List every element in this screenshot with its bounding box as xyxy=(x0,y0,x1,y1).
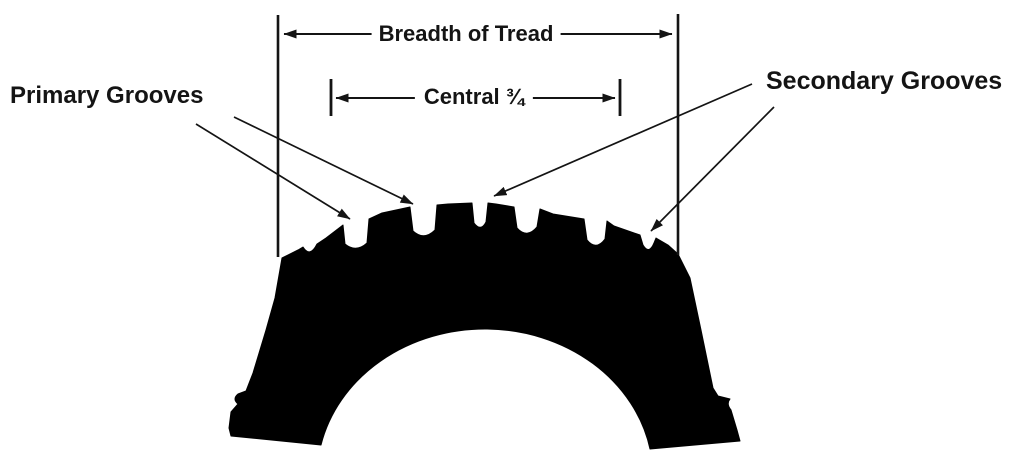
central-three-quarters-label: Central ¾ xyxy=(414,84,534,110)
secondary-groove-leader-2 xyxy=(650,106,775,232)
primary-groove-leader-2 xyxy=(233,116,414,205)
secondary-grooves-label: Secondary Grooves xyxy=(766,67,1003,95)
primary-groove-leader-1 xyxy=(195,123,351,220)
breadth-of-tread-label: Breadth of Tread xyxy=(371,22,561,46)
tire-cross-section xyxy=(228,202,741,450)
primary-grooves-label: Primary Grooves xyxy=(10,82,204,109)
secondary-groove-leader-1 xyxy=(493,83,753,197)
